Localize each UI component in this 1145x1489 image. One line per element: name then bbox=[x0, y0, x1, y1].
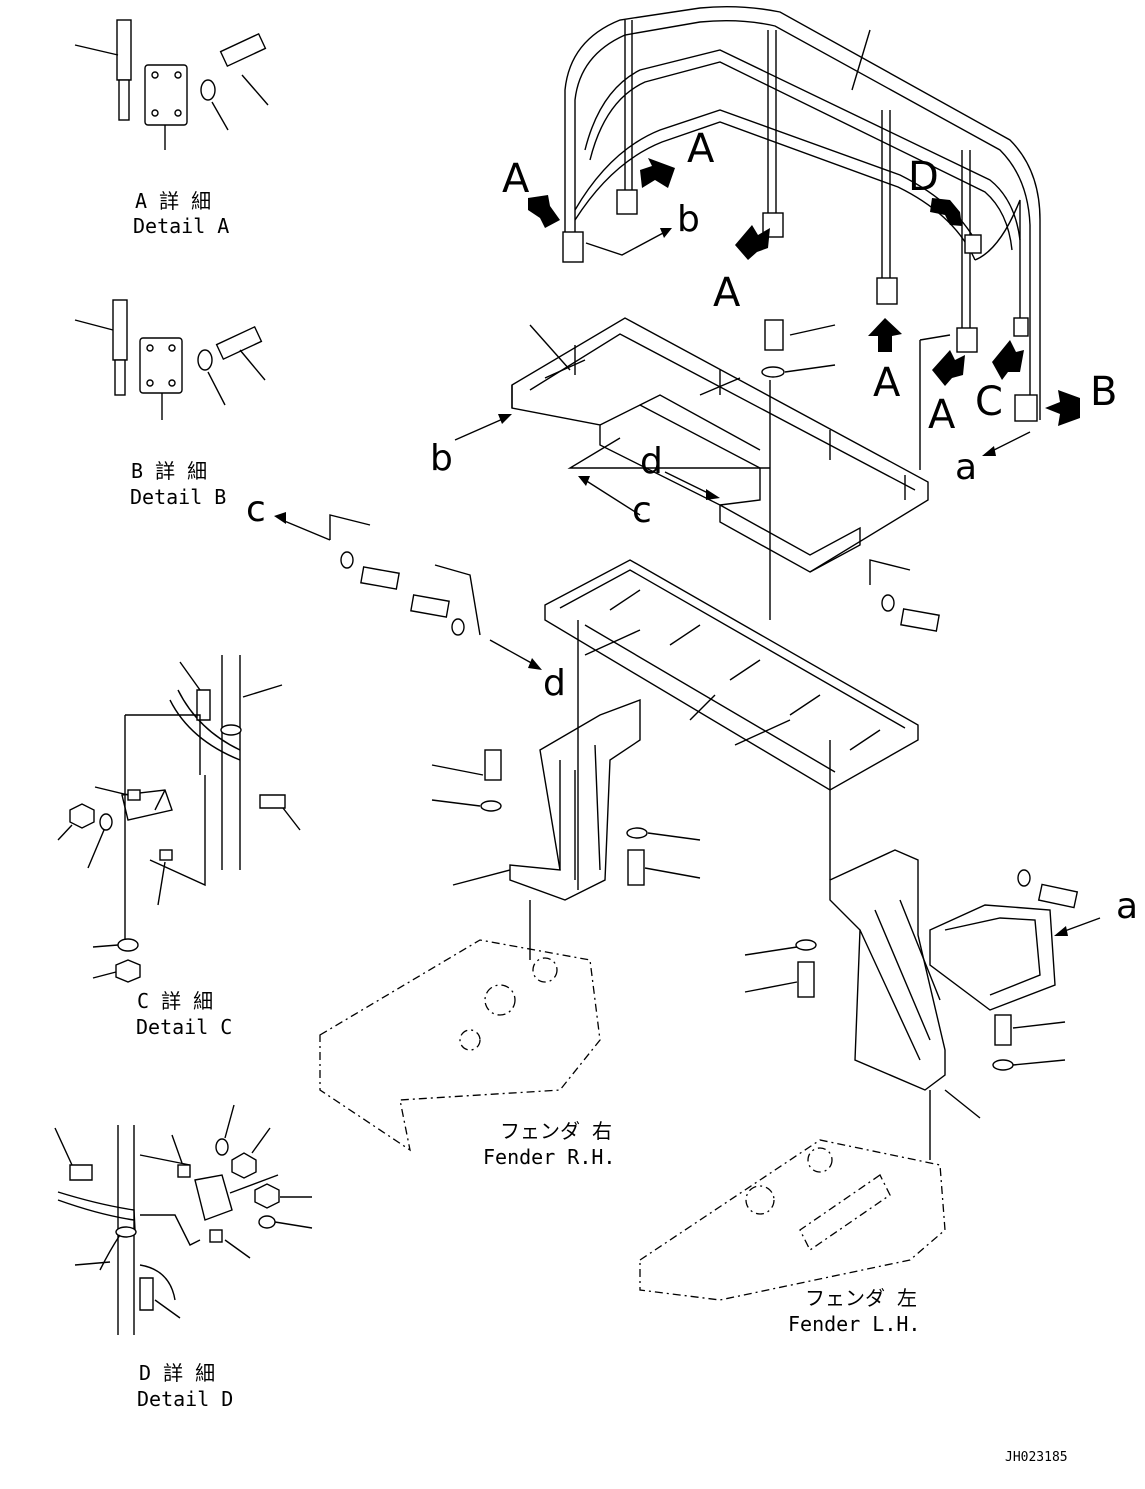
callout-b: B bbox=[1090, 369, 1117, 415]
detail-a-drawing bbox=[74, 19, 269, 150]
detail-c-drawing bbox=[57, 655, 301, 983]
detail-captions: A 詳 細 Detail A B 詳 細 Detail B C 詳 細 Deta… bbox=[130, 189, 1068, 1465]
callout-c: C bbox=[975, 379, 1003, 425]
arrow-a-5 bbox=[932, 350, 965, 386]
left-bracket bbox=[829, 849, 981, 1119]
arrow-c bbox=[992, 340, 1024, 380]
callout-a-lower-1: a bbox=[955, 447, 977, 488]
callout-a-5: A bbox=[928, 392, 956, 438]
arrow-d bbox=[930, 198, 962, 226]
drawing-reference: JH023185 bbox=[1005, 1450, 1068, 1465]
fasteners bbox=[329, 319, 1079, 1071]
callout-a-lower-2: a bbox=[1116, 886, 1138, 927]
fender-left-jp: フェンダ 左 bbox=[805, 1286, 917, 1310]
fender-right-jp: フェンダ 右 bbox=[500, 1119, 612, 1143]
callout-a-3: A bbox=[713, 270, 741, 316]
detail-c-jp: C 詳 細 bbox=[137, 989, 213, 1013]
detail-b-drawing bbox=[74, 299, 266, 420]
callout-b-lower-1: b bbox=[677, 199, 700, 240]
arrow-a-2 bbox=[640, 158, 675, 188]
fender-left-outline bbox=[639, 1139, 946, 1301]
callout-d: D bbox=[908, 154, 939, 200]
arrow-b bbox=[1045, 390, 1080, 426]
fender-right-outline bbox=[319, 939, 601, 1152]
detail-a-jp: A 詳 細 bbox=[135, 189, 211, 213]
callout-d-lower-2: d bbox=[543, 663, 566, 704]
fender-right-en: Fender R.H. bbox=[483, 1145, 615, 1169]
callout-a-1: A bbox=[502, 156, 530, 202]
step-platform bbox=[511, 317, 929, 573]
support-frame bbox=[544, 559, 919, 791]
detail-c-en: Detail C bbox=[136, 1015, 232, 1039]
callout-arrows bbox=[274, 158, 1101, 936]
detail-d-drawing bbox=[54, 1104, 313, 1335]
side-step bbox=[929, 904, 1056, 1011]
detail-a-en: Detail A bbox=[133, 214, 229, 238]
right-bracket bbox=[452, 698, 641, 901]
callout-a-4: A bbox=[873, 360, 901, 406]
arrow-a-3 bbox=[735, 225, 770, 260]
callout-c-lower-2: c bbox=[246, 489, 266, 530]
detail-b-jp: B 詳 細 bbox=[131, 459, 207, 483]
callout-c-lower-1: c bbox=[632, 490, 652, 531]
arrow-a-4 bbox=[868, 318, 902, 352]
handrail-assembly bbox=[562, 5, 1041, 422]
arrow-a-1 bbox=[528, 195, 560, 228]
fender-left-en: Fender L.H. bbox=[788, 1312, 920, 1336]
detail-b-en: Detail B bbox=[130, 485, 226, 509]
callout-d-lower-1: d bbox=[640, 441, 663, 482]
callout-b-lower-2: b bbox=[430, 438, 453, 479]
callout-letters: A A A A A D C B b b d d c c a a bbox=[246, 126, 1138, 927]
detail-d-en: Detail D bbox=[137, 1387, 233, 1411]
detail-d-jp: D 詳 細 bbox=[139, 1361, 215, 1385]
callout-a-2: A bbox=[687, 126, 715, 172]
